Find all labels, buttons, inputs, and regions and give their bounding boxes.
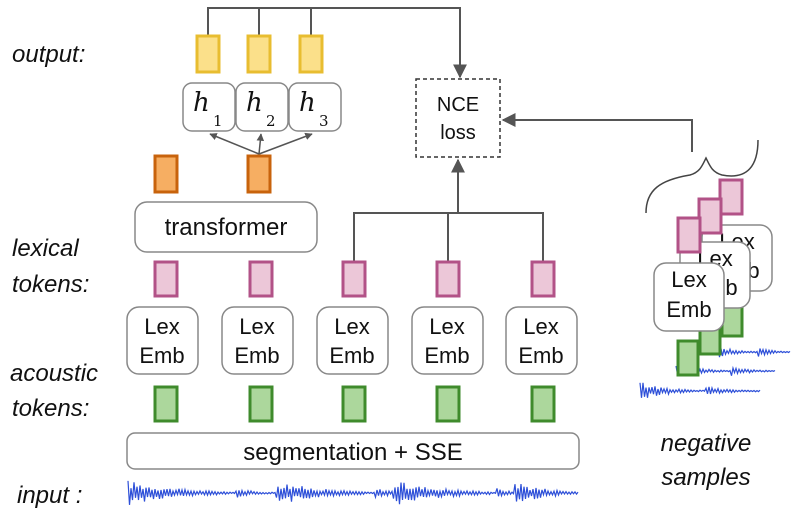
- negative-waveform-3: [717, 347, 791, 358]
- acoustic-token-4: [435, 385, 461, 423]
- neg-lex-emb-1: Lex Emb: [653, 262, 725, 332]
- output-connector: [207, 7, 467, 79]
- lexical-token-2: [248, 260, 274, 298]
- segmentation-block: segmentation + SSE: [126, 432, 580, 470]
- lexical-token-5: [530, 260, 556, 298]
- svg-text:1: 1: [213, 112, 223, 130]
- output-label: output:: [12, 41, 85, 68]
- lexical-token-1: [153, 260, 179, 298]
- svg-text:h: h: [246, 88, 263, 118]
- neg-pink-2: [697, 197, 723, 235]
- negative-to-nce-connector: [501, 113, 693, 152]
- svg-text:Lex: Lex: [334, 314, 369, 339]
- acoustic-token-5: [530, 385, 556, 423]
- svg-text:h: h: [193, 88, 210, 118]
- svg-text:Emb: Emb: [518, 343, 563, 368]
- lex-emb-2: Lex Emb: [221, 306, 294, 375]
- lexical-label-line1: lexical: [12, 235, 79, 262]
- nce-loss-box: NCE loss: [415, 78, 501, 158]
- head-arrows: [209, 132, 313, 155]
- svg-text:Lex: Lex: [671, 267, 706, 292]
- transformer-output-2: [246, 154, 272, 194]
- svg-text:Emb: Emb: [139, 343, 184, 368]
- acoustic-label-line1: acoustic: [10, 360, 98, 387]
- transformer-label: transformer: [165, 214, 288, 241]
- neg-pink-1: [676, 216, 702, 254]
- svg-text:Lex: Lex: [239, 314, 274, 339]
- nce-label-line2: loss: [440, 122, 476, 144]
- neg-pink-3: [718, 178, 744, 216]
- svg-text:Emb: Emb: [329, 343, 374, 368]
- lex-emb-4: Lex Emb: [411, 306, 484, 375]
- negative-label-line2: samples: [661, 464, 750, 491]
- neg-green-1: [676, 339, 700, 377]
- transformer-block: transformer: [134, 201, 318, 253]
- lexical-tokens: [153, 260, 556, 298]
- prediction-heads: h 1 h 2 h 3: [182, 82, 342, 132]
- lexical-token-3: [341, 260, 367, 298]
- acoustic-tokens: [153, 385, 556, 423]
- lex-emb-5: Lex Emb: [505, 306, 578, 375]
- svg-text:Emb: Emb: [234, 343, 279, 368]
- svg-text:Lex: Lex: [429, 314, 464, 339]
- negative-samples-stack: Lex Emb Lex Emb Lex Emb: [639, 178, 791, 398]
- svg-text:Lex: Lex: [144, 314, 179, 339]
- lex-emb-1: Lex Emb: [126, 306, 199, 375]
- svg-text:3: 3: [319, 112, 329, 130]
- acoustic-token-1: [153, 385, 179, 423]
- acoustic-label-line2: tokens:: [12, 395, 89, 422]
- acoustic-token-2: [248, 385, 274, 423]
- svg-text:2: 2: [266, 112, 276, 130]
- negative-waveform-1: [639, 382, 761, 398]
- output-token-2: [246, 34, 272, 74]
- negative-label-line1: negative: [661, 430, 752, 457]
- head-2: h 2: [235, 82, 289, 132]
- lexical-to-nce-connector: [353, 158, 544, 262]
- svg-text:h: h: [299, 88, 316, 118]
- input-label: input :: [17, 482, 82, 509]
- head-3: h 3: [288, 82, 342, 132]
- output-token-1: [195, 34, 221, 74]
- svg-text:Lex: Lex: [523, 314, 558, 339]
- nce-label-line1: NCE: [437, 94, 479, 116]
- acoustic-token-3: [341, 385, 367, 423]
- negative-brace: [645, 139, 759, 214]
- head-1: h 1: [182, 82, 236, 132]
- transformer-output-1: [153, 154, 179, 194]
- segmentation-label: segmentation + SSE: [243, 439, 462, 466]
- lex-emb-3: Lex Emb: [316, 306, 389, 375]
- svg-text:Emb: Emb: [424, 343, 469, 368]
- lex-emb-row: Lex Emb Lex Emb Lex Emb Lex Emb Lex Emb: [126, 306, 578, 375]
- input-waveform: [127, 480, 579, 505]
- svg-text:Emb: Emb: [666, 297, 711, 322]
- output-tokens: [195, 34, 324, 74]
- lexical-token-4: [435, 260, 461, 298]
- lexical-label-line2: tokens:: [12, 271, 89, 298]
- output-token-3: [298, 34, 324, 74]
